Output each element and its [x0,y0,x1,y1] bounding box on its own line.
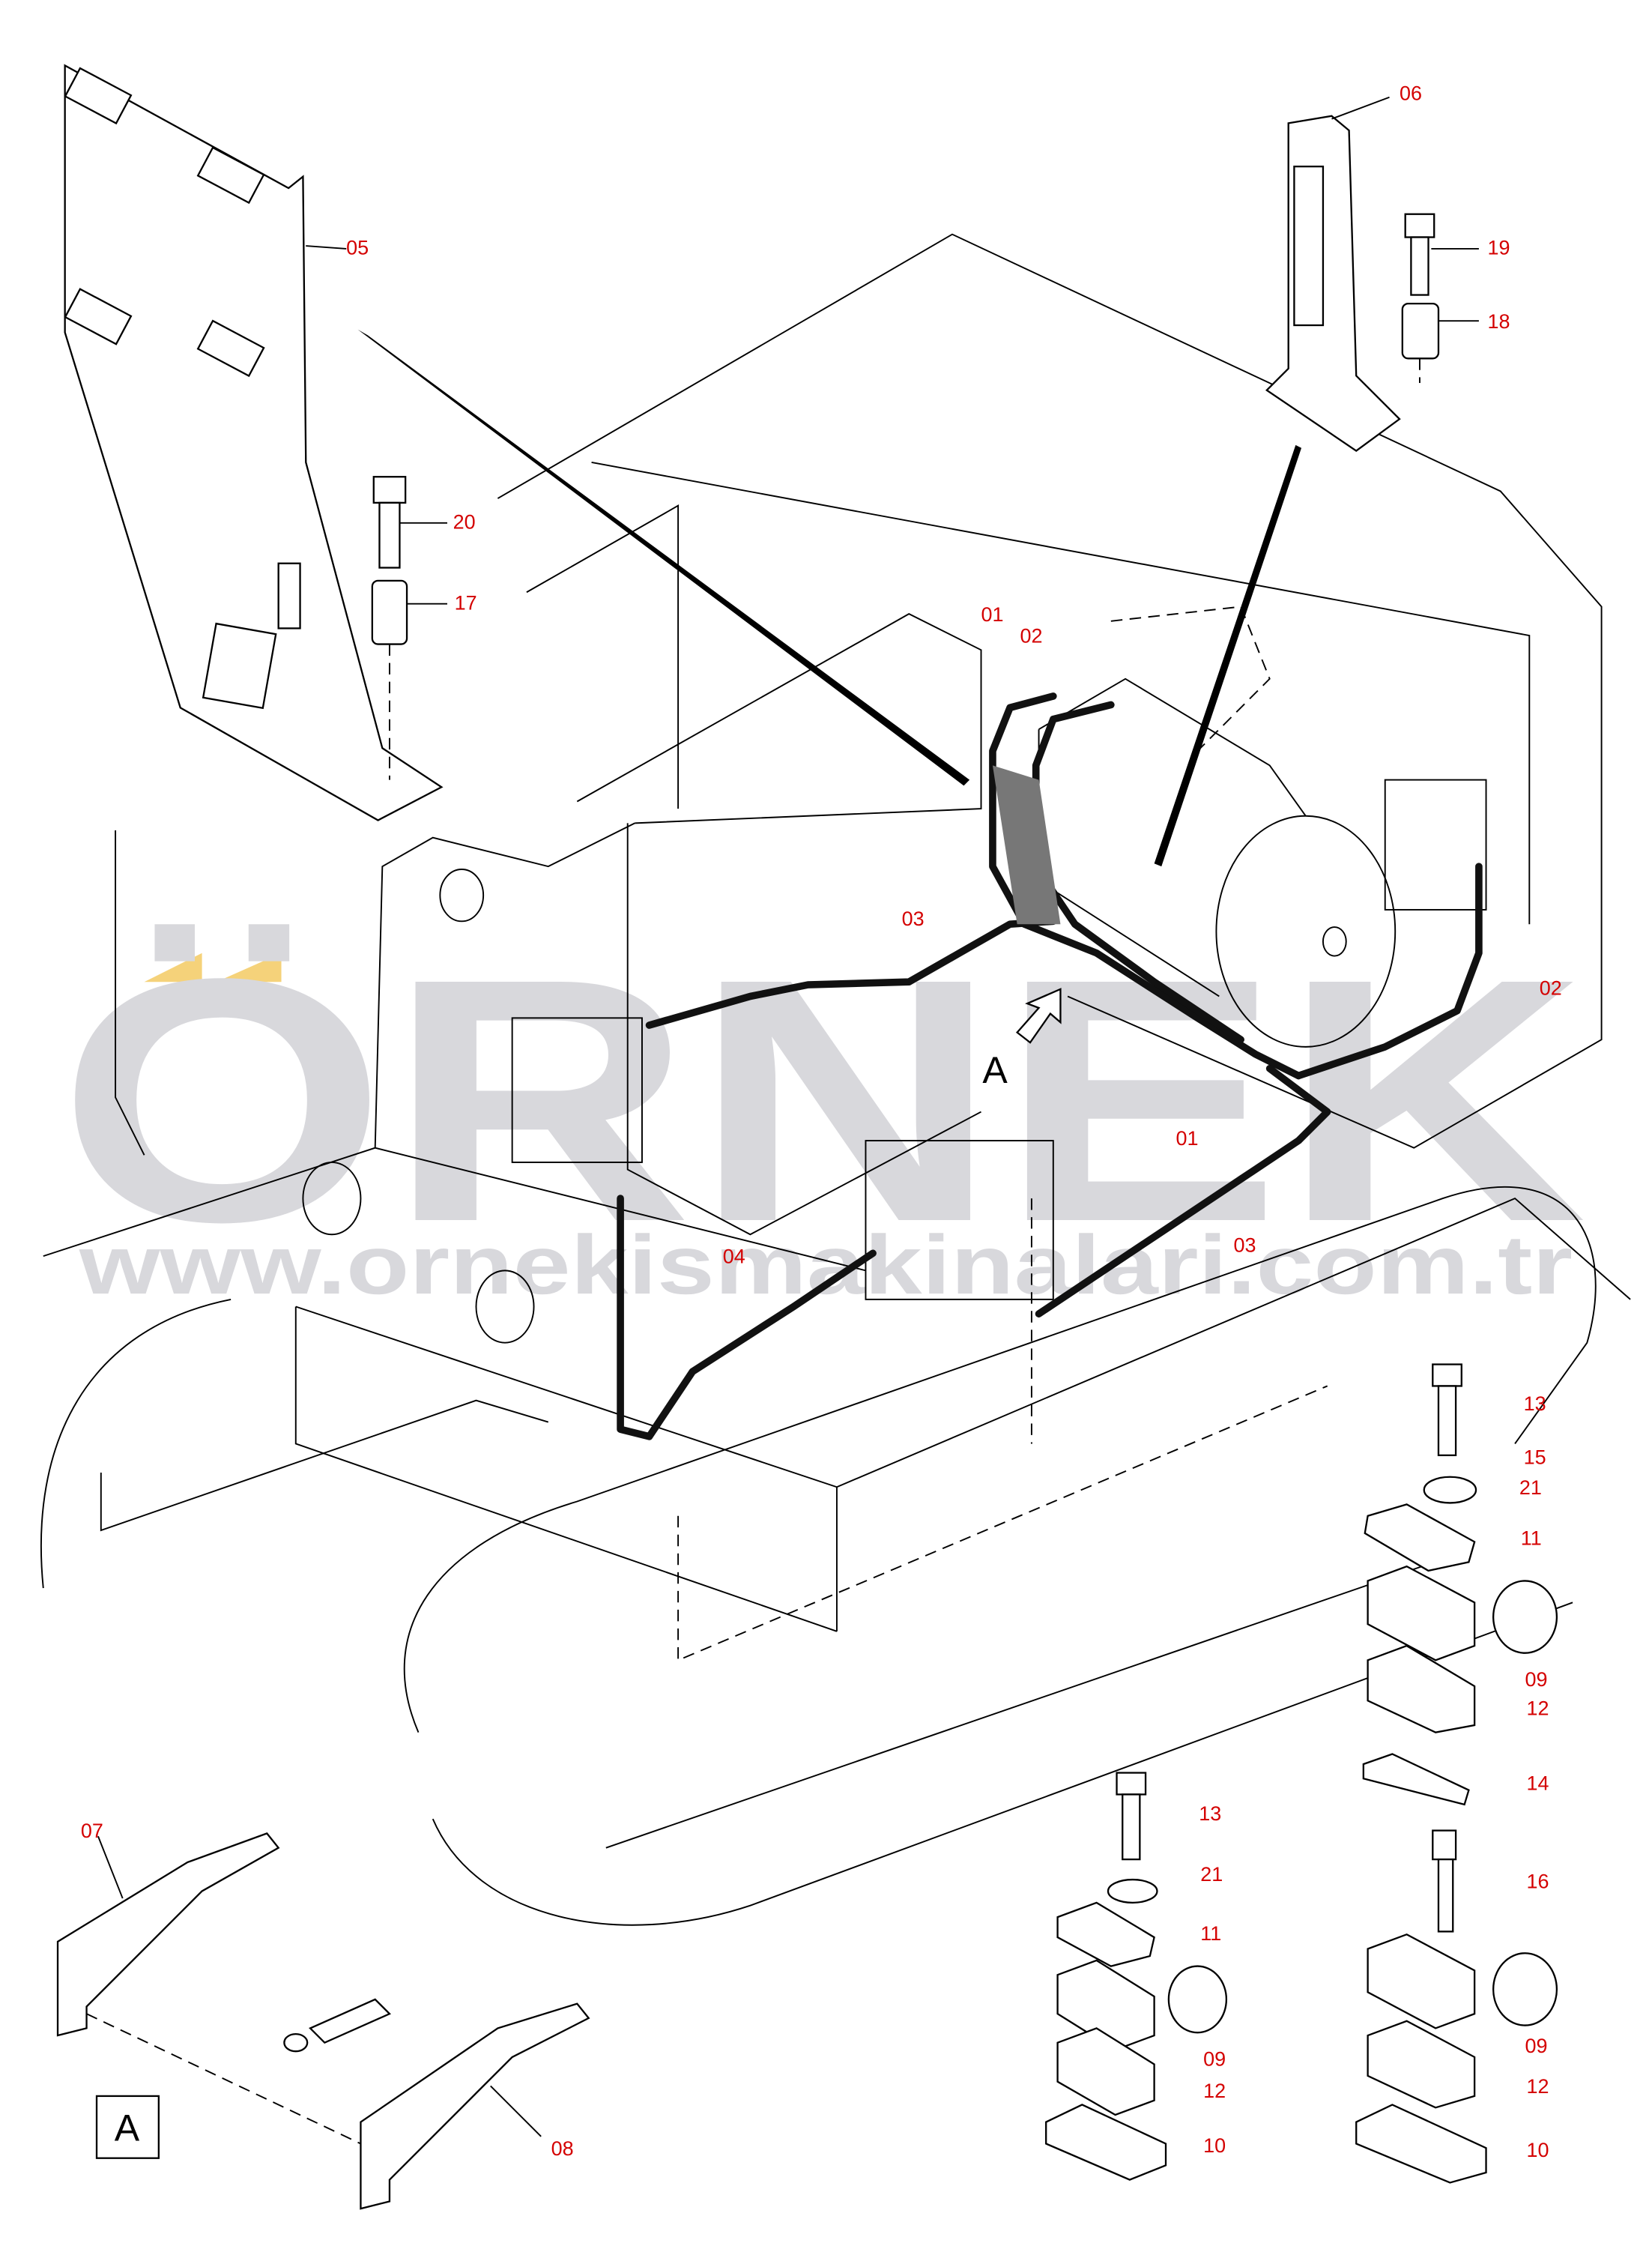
callout-11: 11 [1200,1922,1221,1945]
cable-harness [617,692,1483,1440]
callout-14: 14 [1526,1772,1549,1795]
spacer-17 [371,579,447,780]
callout-09: 09 [1525,2035,1548,2057]
spacer-18 [1401,302,1479,384]
callout-13: 13 [1524,1392,1546,1415]
callout-11: 11 [1521,1527,1542,1549]
callout-19: 19 [1487,237,1510,259]
callout-02: 02 [1540,977,1562,1000]
callout-09: 09 [1203,2047,1226,2070]
callout-20: 20 [453,511,476,534]
callout-17: 17 [455,591,477,614]
callout-03: 03 [1234,1234,1256,1256]
callout-12: 12 [1526,1697,1549,1720]
callout-09: 09 [1525,1668,1548,1691]
view-marker-a: A [982,1049,1008,1091]
clamp-stack-right [1355,1363,1558,2184]
detail-a: A [56,1832,590,2210]
clamp-stack-middle [1045,1772,1228,2181]
leader-arrow [1154,444,1302,867]
callout-01: 01 [981,603,1004,626]
callout-03: 03 [902,908,925,930]
callout-12: 12 [1526,2075,1549,2098]
leader-arrow [357,329,970,786]
cable-guard [992,765,1061,925]
bolt-20 [372,476,447,569]
callout-10: 10 [1203,2134,1226,2157]
callout-04: 04 [723,1246,745,1268]
bracket-06 [1265,96,1401,452]
callout-08: 08 [551,2137,574,2160]
view-arrow-icon [1015,988,1062,1044]
callout-15: 15 [1524,1446,1546,1468]
callout-21: 21 [1519,1476,1542,1499]
watermark: ÖRNEK www.ornekismakinalari.com.tr [58,907,1587,1311]
callout-01: 01 [1176,1127,1198,1150]
callout-labels: 05 06 19 18 20 17 01 02 03 02 A 01 03 04… [81,82,1562,2161]
excavator-body [40,233,1631,1926]
callout-06: 06 [1400,82,1422,105]
callout-02: 02 [1020,625,1043,647]
bolt-19 [1404,213,1479,296]
callout-18: 18 [1487,310,1510,333]
watermark-brand: ÖRNEK [58,907,1587,1294]
callout-12: 12 [1203,2080,1226,2102]
detail-box [95,2095,160,2159]
callout-21: 21 [1200,1863,1223,1886]
callout-05: 05 [346,237,369,259]
detail-box-label: A [115,2107,140,2149]
callout-10: 10 [1526,2139,1549,2161]
bracket-05 [64,64,444,821]
callout-13: 13 [1199,1802,1221,1825]
callout-07: 07 [81,1820,103,1842]
callout-16: 16 [1526,1871,1549,1893]
